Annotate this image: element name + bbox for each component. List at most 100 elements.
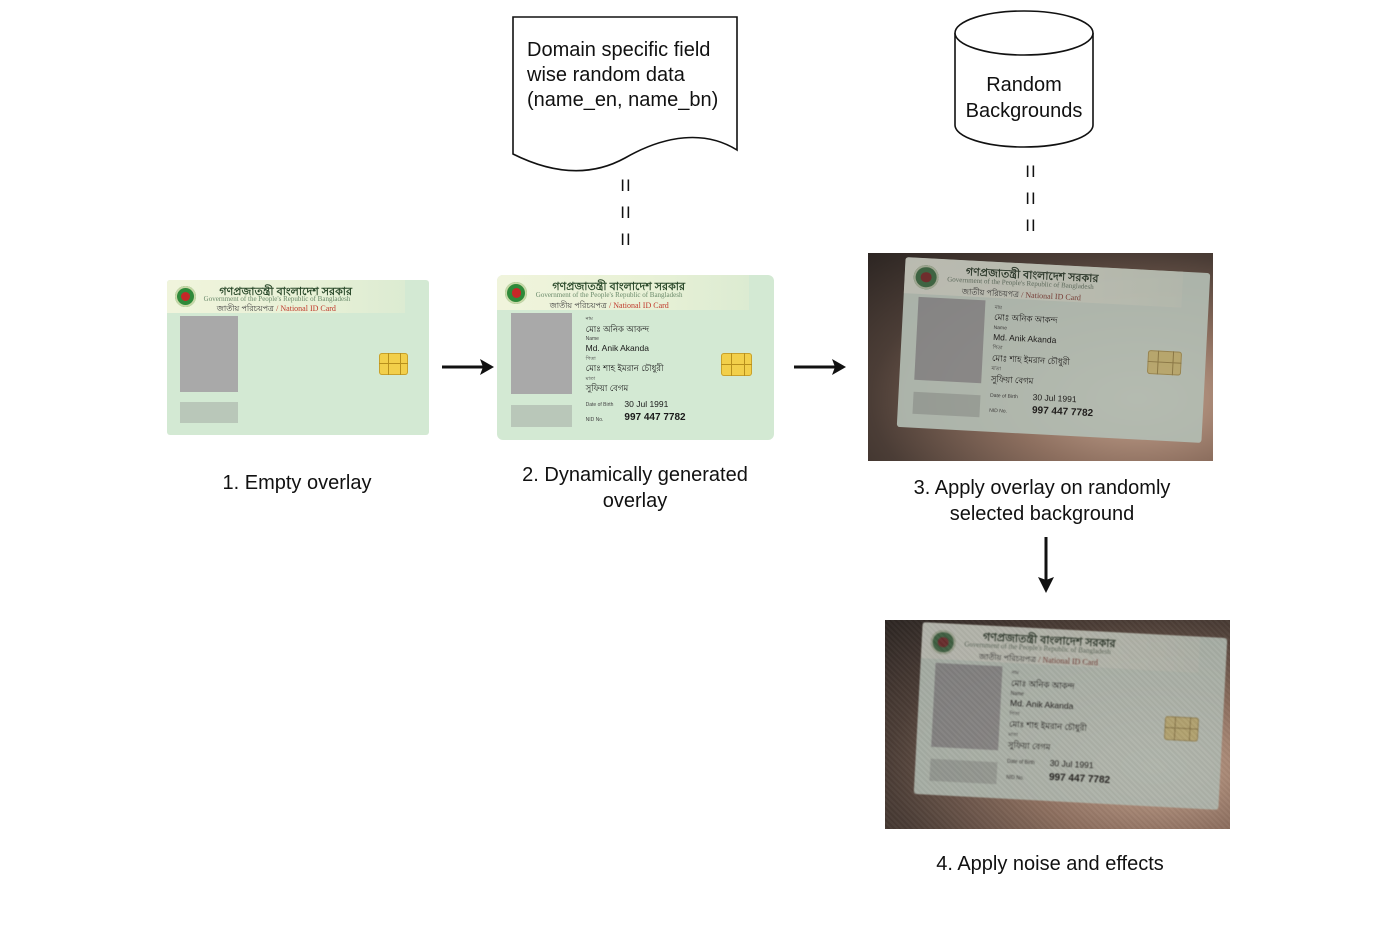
step4-caption: 4. Apply noise and effects: [900, 851, 1200, 877]
card-title-bn: গণপ্রজাতন্ত্রী বাংলাদেশ সরকার: [219, 286, 353, 299]
arrow-step2-to-step3: [794, 359, 846, 375]
empty-overlay-card: গণপ্রজাতন্ত্রী বাংলাদেশ সরকার Government…: [167, 280, 429, 435]
document-connector: II II II: [616, 172, 636, 253]
connector-mark: II: [620, 176, 632, 195]
document-label: Domain specific field wise random data (…: [527, 38, 737, 113]
chip-icon: [1146, 349, 1182, 376]
card-subtitle-en: / National ID Card: [276, 304, 336, 314]
field-label: মাতা: [1008, 731, 1019, 739]
dob-value: 30 Jul 1991: [1032, 391, 1077, 404]
noisy-composite: গণপ্রজাতন্ত্রী বাংলাদেশ সরকার Government…: [885, 620, 1230, 829]
field-label: Date of Birth: [585, 402, 614, 409]
name-bn: মোঃ অনিক আকন্দ: [585, 323, 650, 334]
step2-caption: 2. Dynamically generated overlay: [500, 462, 770, 514]
background-composite: গণপ্রজাতন্ত্রী বাংলাদেশ সরকার Government…: [868, 253, 1213, 461]
signature-placeholder: [929, 758, 998, 785]
field-label: Date of Birth: [1006, 759, 1035, 767]
chip-icon: [721, 352, 753, 376]
document-line: (name_en, name_bn): [527, 89, 719, 111]
field-label: পিতা: [585, 355, 596, 362]
card-title-en: Government of the People's Republic of B…: [535, 290, 683, 299]
card-subtitle-en: / National ID Card: [1038, 655, 1099, 668]
chip-icon: [379, 352, 409, 375]
card-title-bn: গণপ্রজাতন্ত্রী বাংলাদেশ সরকার: [552, 281, 686, 294]
photo-placeholder: [510, 312, 572, 394]
card-banner: [920, 622, 1200, 673]
father-name: মোঃ শাহ ইমরান চৌধুরী: [1008, 718, 1088, 734]
field-label: Name: [1010, 690, 1025, 698]
field-label: Name: [585, 336, 599, 343]
card-subtitle-bn: জাতীয় পরিচয়পত্র: [961, 286, 1020, 299]
document-line: wise random data: [527, 64, 685, 86]
photo-placeholder: [180, 315, 238, 392]
emblem-icon: [174, 286, 196, 308]
card-subtitle-bn: জাতীয় পরিচয়পত্র: [549, 300, 607, 310]
connector-mark: II: [620, 203, 632, 222]
arrow-step1-to-step2: [442, 359, 494, 375]
caption-line: 2. Dynamically generated: [522, 464, 748, 486]
photo-placeholder: [931, 662, 1003, 751]
card-title-bn: গণপ্রজাতন্ত্রী বাংলাদেশ সরকার: [982, 631, 1116, 651]
field-label: নাম: [585, 316, 593, 323]
connector-mark: II: [620, 230, 632, 249]
arrow-step3-to-step4: [1038, 537, 1054, 593]
mother-name: সুফিয়া বেগম: [990, 373, 1034, 386]
chip-icon: [1163, 715, 1199, 742]
signature-placeholder: [180, 402, 238, 423]
caption-line: overlay: [602, 490, 668, 512]
database-connector: II II II: [1021, 158, 1041, 239]
field-label: নাম: [1011, 669, 1020, 677]
card-subtitle-en: / National ID Card: [609, 300, 669, 310]
card-banner: [497, 275, 750, 310]
nid-value: 997 447 7782: [624, 411, 686, 423]
generated-overlay-card: গণপ্রজাতন্ত্রী বাংলাদেশ সরকার Government…: [497, 275, 774, 440]
name-bn: মোঃ অনিক আকন্দ: [1010, 677, 1075, 692]
signature-placeholder: [510, 405, 572, 427]
card-banner: [167, 280, 406, 313]
step3-caption: 3. Apply overlay on randomly selected ba…: [892, 475, 1192, 527]
field-label: NID No.: [989, 407, 1008, 415]
caption-line: selected background: [949, 503, 1135, 525]
noisy-overlay-card: গণপ্রজাতন্ত্রী বাংলাদেশ সরকার Government…: [913, 622, 1228, 810]
card-subtitle-en: / National ID Card: [1020, 289, 1082, 302]
database-label: Random Backgrounds: [955, 72, 1093, 124]
field-label: Name: [993, 324, 1008, 332]
father-name: মোঃ শাহ ইমরান চৌধুরী: [991, 352, 1071, 367]
document-shape: [512, 16, 738, 172]
caption-line: 1. Empty overlay: [222, 472, 372, 494]
field-label: NID No.: [1006, 774, 1025, 782]
emblem-icon: [505, 281, 528, 304]
connector-mark: II: [1025, 216, 1037, 235]
card-subtitle: জাতীয় পরিচয়পত্র / National ID Card: [217, 303, 336, 316]
database-cylinder: [954, 10, 1094, 148]
database-line: Backgrounds: [965, 100, 1083, 122]
connector-mark: II: [1025, 189, 1037, 208]
nid-value: 997 447 7782: [1048, 771, 1111, 786]
name-en: Md. Anik Akanda: [585, 342, 649, 353]
card-subtitle: জাতীয় পরিচয়পত্র / National ID Card: [979, 651, 1099, 670]
field-label: পিতা: [1009, 711, 1020, 718]
card-subtitle-bn: জাতীয় পরিচয়পত্র: [216, 304, 274, 314]
father-name: মোঃ শাহ ইমরান চৌধুরী: [585, 363, 664, 374]
database-line: Random: [986, 74, 1062, 96]
mother-name: সুফিয়া বেগম: [585, 383, 629, 394]
field-label: NID No.: [585, 416, 604, 423]
card-title-en: Government of the People's Republic of B…: [964, 640, 1111, 657]
card-title-en: Government of the People's Republic of B…: [203, 294, 351, 303]
card-subtitle: জাতীয় পরিচয়পত্র / National ID Card: [550, 300, 669, 313]
caption-line: 4. Apply noise and effects: [936, 853, 1164, 875]
nid-value: 997 447 7782: [1031, 405, 1094, 420]
caption-line: 3. Apply overlay on randomly: [913, 477, 1171, 499]
connector-mark: II: [1025, 162, 1037, 181]
card-subtitle-bn: জাতীয় পরিচয়পত্র: [978, 651, 1037, 664]
dob-value: 30 Jul 1991: [624, 398, 669, 409]
name-en: Md. Anik Akanda: [992, 331, 1057, 345]
photo-placeholder: [914, 296, 986, 384]
name-en: Md. Anik Akanda: [1009, 697, 1074, 711]
field-label: মাতা: [585, 375, 596, 382]
dob-value: 30 Jul 1991: [1049, 757, 1094, 771]
mother-name: সুফিয়া বেগম: [1007, 739, 1051, 752]
step1-caption: 1. Empty overlay: [166, 470, 428, 496]
signature-placeholder: [912, 392, 981, 418]
document-line: Domain specific field: [527, 39, 711, 61]
